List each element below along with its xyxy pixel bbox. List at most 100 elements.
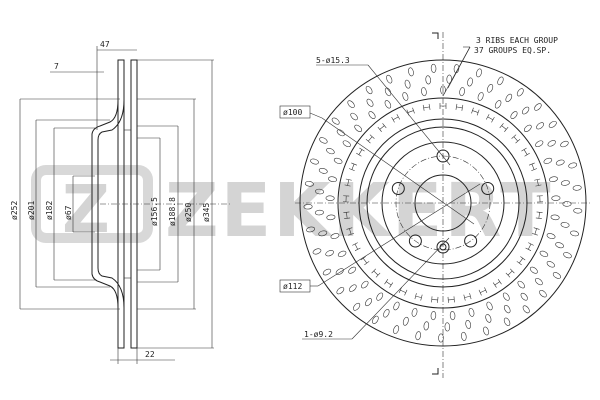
drill-hole [572,185,582,191]
drill-hole [402,92,409,101]
drill-hole [331,117,340,125]
drill-hole [560,180,570,186]
bolt-hole [391,181,405,195]
drill-hole [421,87,427,97]
dim-d182: ø182 [45,201,54,220]
rib-marker [414,293,423,301]
drill-hole [384,87,392,97]
drill-hole [522,106,530,115]
drill-hole [550,214,560,221]
drill-hole [476,68,482,78]
drill-hole [562,201,572,207]
rib-marker [352,242,361,251]
drill-hole [350,112,358,121]
dim-d67: ø67 [64,205,73,220]
drill-hole [384,100,392,109]
drill-hole [326,214,336,221]
rib-marker [344,178,352,187]
drill-hole [315,188,325,195]
dim-d201: ø201 [27,201,36,220]
bolt-hole [408,234,422,248]
drill-hole [549,176,558,183]
drill-hole [510,111,518,119]
drill-hole [314,209,324,216]
drill-hole [430,311,437,321]
drill-hole [535,140,544,148]
side-view: 47 7 22 ø252 ø201 ø182 ø67 ø156.5 ø188.8… [10,40,230,364]
drill-hole [560,222,570,228]
drill-hole [337,250,347,258]
drill-hole [517,280,525,289]
drill-hole [365,298,372,307]
rib-marker [511,134,521,144]
drill-hole [523,124,532,132]
rib-marker [342,195,350,203]
drill-hole [449,311,456,321]
bolt-holes-label: 5-ø15.3 [316,56,350,65]
ribs-note: 3 RIBS EACH GROUP [476,36,558,45]
drill-hole [522,305,530,314]
drill-hole [468,307,475,317]
rib-marker [492,279,502,288]
drill-hole [568,162,578,169]
drill-hole [408,67,414,77]
rib-marker [455,103,464,111]
rib-marker [521,147,530,157]
drill-hole [503,304,511,314]
dim-d345: ø345 [202,203,211,222]
rib-marker [360,256,370,266]
watermark-logo: Z ZEKKERT [31,165,551,254]
drill-hole [312,248,322,255]
rib-marker [525,242,534,251]
rib-marker [377,123,387,132]
drill-hole [336,287,345,295]
drill-hole [547,140,556,147]
drill-hole [573,208,583,214]
drill-hole [411,307,418,317]
drill-hole [465,319,472,329]
drill-hole [306,226,316,233]
dim-d188-8: ø188.8 [168,197,177,226]
rib-marker [471,107,480,116]
drill-hole [563,252,572,259]
rib-marker [485,114,495,123]
rib-marker [343,211,351,219]
drill-hole [304,181,314,187]
drill-hole [459,87,465,97]
rib-marker [534,178,542,187]
drill-hole [546,233,556,239]
drill-hole [386,74,393,84]
rib-marker [528,162,538,172]
drill-hole [376,292,384,301]
drill-hole [330,233,340,239]
drill-hole [539,250,549,258]
drill-hole [336,129,345,137]
drill-hole [494,100,502,109]
dim-d252: ø252 [10,201,19,220]
drill-hole [516,88,524,97]
drill-hole [365,85,373,95]
drill-hole [333,157,343,164]
drill-hole [425,75,431,85]
drill-hole [318,167,328,174]
rib-marker [531,227,540,236]
drill-hole [546,261,555,268]
drill-hole [548,120,557,128]
drill-hole [497,76,504,86]
drill-hole [440,85,446,95]
drill-hole [404,79,411,89]
drill-hole [520,292,528,301]
drill-hole [353,302,361,311]
drill-hole [483,326,489,336]
rib-marker [478,287,488,296]
drill-hole [366,98,374,107]
rib-marker [422,103,431,111]
drill-hole [536,122,544,130]
pcd-label: ø100 [283,108,302,117]
rib-marker [346,227,355,236]
drill-hole [326,147,335,155]
rib-marker [391,114,401,123]
drill-hole [555,242,564,249]
drill-hole [486,301,493,311]
